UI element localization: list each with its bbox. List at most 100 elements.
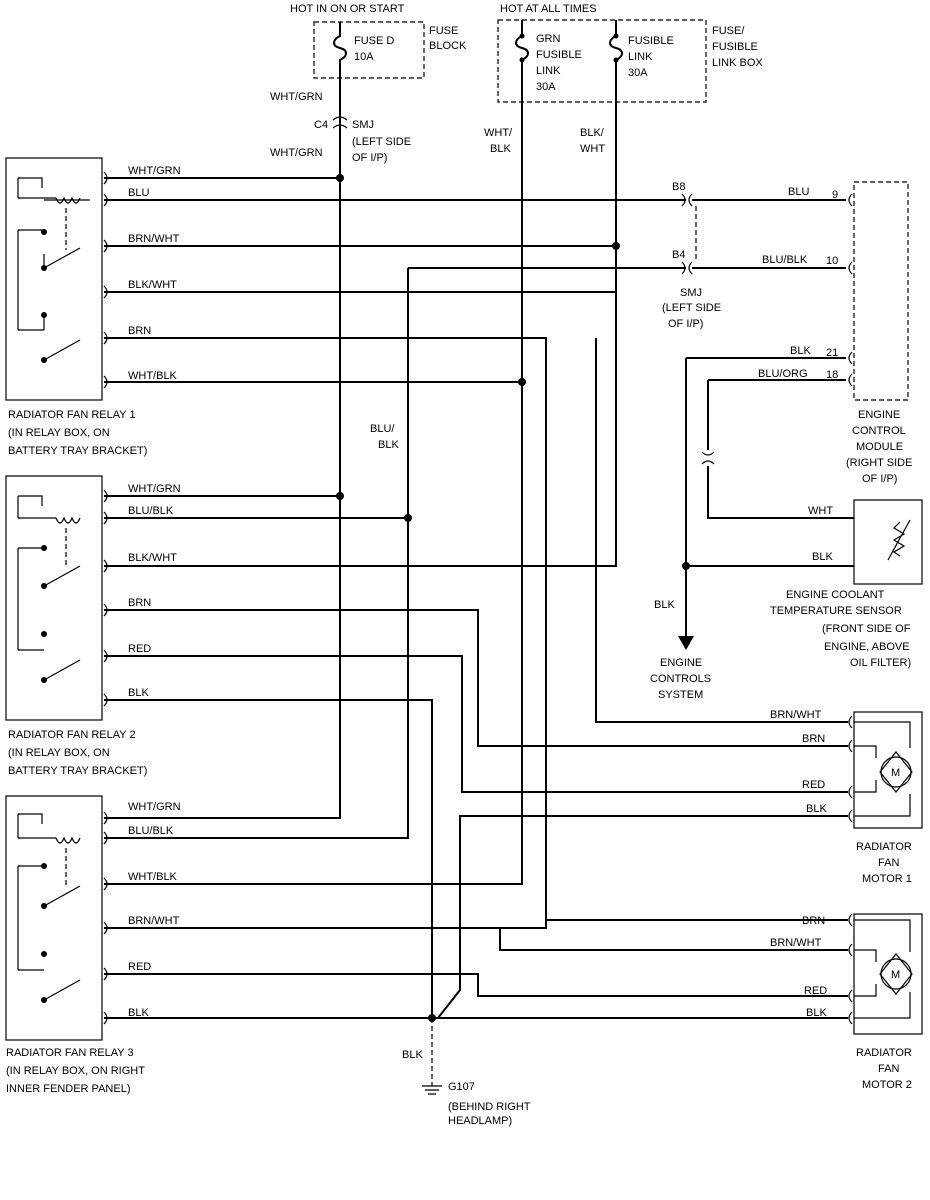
r3-blu-blk-label: BLU/BLK [128,825,174,837]
c4-smj-loc-2: OF I/P) [352,152,387,164]
grn-link-label-3: LINK [536,65,561,77]
r1-brn-wht-label: BRN/WHT [128,233,180,245]
grn-link-label-4: 30A [536,81,556,93]
r1-wht-grn-label: WHT/GRN [128,165,181,177]
sensor-blk-label: BLK [812,551,833,563]
ecm-label-1: ENGINE [858,409,900,421]
radiator-fan-motor-2: M [848,913,923,1035]
coolant-sensor-box [853,499,923,585]
grn-link-label-2: FUSIBLE [536,49,582,61]
ecm-pin-18: 18 [826,369,838,381]
relay1-caption-2: (IN RELAY BOX, ON [8,427,110,439]
ecm-box [853,181,909,401]
m2-brn-wht-label: BRN/WHT [770,937,822,949]
blu-blk-bus [104,268,409,839]
r3-red-label: RED [128,961,151,973]
motor1-m: M [891,767,900,779]
blk-relay2-to-ground [104,699,433,1018]
link-box-label-2: FUSIBLE [712,41,758,53]
blu-blk-vert-label-2: BLK [378,439,399,451]
ecm-blu-org-label: BLU/ORG [758,368,808,380]
blk-wht-vert-label-1: BLK/ [580,127,605,139]
ecm-pin-21: 21 [826,347,838,359]
radiator-fan-relay-1 [5,157,103,401]
fusible-link-box [497,19,707,103]
sensor-wht-label: WHT [808,505,833,517]
grn-fusible-link-symbol [515,20,529,102]
blk-wht-bus [104,102,617,567]
ground-loc-1: (BEHIND RIGHT [448,1101,531,1113]
ecm-label-2: CONTROL [852,425,906,437]
fuse-block-label-1: FUSE [429,25,458,37]
fuse-block-label-2: BLOCK [429,40,467,52]
engine-controls-arrow [678,636,694,650]
m1-brn-label: BRN [802,733,825,745]
relay-pin-terminals [103,171,108,1025]
fusible-link-label-1: FUSIBLE [628,35,674,47]
radiator-fan-relay-2 [5,475,103,721]
engine-controls-1: ENGINE [660,657,702,669]
m2-red-label: RED [804,985,827,997]
sensor-label-2: TEMPERATURE SENSOR [770,605,902,617]
r2-blk-label: BLK [128,687,149,699]
wht-blk-vert-label-1: WHT/ [484,127,513,139]
relay3-caption-1: RADIATOR FAN RELAY 3 [6,1047,134,1059]
b8-b4-connector [681,193,693,275]
link-box-label-1: FUSE/ [712,25,745,37]
c4-label: C4 [314,119,328,131]
blk-wht-vert-label-2: WHT [580,143,605,155]
m2-blk-label: BLK [806,1007,827,1019]
r3-wht-grn-label: WHT/GRN [128,801,181,813]
sensor-label-1: ENGINE COOLANT [786,589,885,601]
motor1-label-2: FAN [878,857,899,869]
grn-link-label-1: GRN [536,33,561,45]
b-smj-loc-2: OF I/P) [668,318,703,330]
sensor-label-3: (FRONT SIDE OF [822,623,911,635]
blk-motor1-to-ground [437,815,848,1019]
r2-wht-grn-label: WHT/GRN [128,483,181,495]
ecm-blu-blk-label: BLU/BLK [762,254,808,266]
brn-relay2-to-motor1 [104,609,848,747]
motor2-label-2: FAN [878,1063,899,1075]
b-smj-label: SMJ [680,287,702,299]
relay2-caption-3: BATTERY TRAY BRACKET) [8,765,147,777]
motor1-label-3: MOTOR 1 [862,873,912,885]
wht-grn-upper-label: WHT/GRN [270,91,323,103]
m1-red-label: RED [802,779,825,791]
splice-dots [336,174,690,1022]
blu-blk-vert-label-1: BLU/ [370,423,395,435]
radiator-fan-relay-3 [5,795,103,1041]
ground-symbol [422,1085,442,1095]
thermistor-symbol [887,519,911,561]
wht-blk-bus [104,102,523,885]
engine-controls-3: SYSTEM [658,689,703,701]
c4-smj-label: SMJ [352,119,374,131]
sensor-label-5: OIL FILTER) [850,657,911,669]
r1-blu-label: BLU [128,187,149,199]
hot-all-label: HOT AT ALL TIMES [500,3,597,15]
r3-brn-wht-label: BRN/WHT [128,915,180,927]
fuse-d-symbol [333,22,347,78]
m2-brn-label: BRN [802,915,825,927]
ecm-blu-org-sensor [707,379,854,519]
ground-id: G107 [448,1081,475,1093]
ecm-pin-10: 10 [826,255,838,267]
fuse-block-box [313,21,425,79]
r2-blu-blk-label: BLU/BLK [128,505,174,517]
motor2-label-1: RADIATOR [856,1047,912,1059]
ecm-blu-label: BLU [788,186,809,198]
fuse-d-label: FUSE D [354,35,394,47]
wht-blk-vert-label-2: BLK [490,143,511,155]
r2-brn-label: BRN [128,597,151,609]
relay2-caption-1: RADIATOR FAN RELAY 2 [8,729,136,741]
fusible-link-symbol [609,20,623,102]
b4-label: B4 [672,249,685,261]
ground-loc-2: HEADLAMP) [448,1115,512,1127]
ground-blk-label: BLK [402,1049,423,1061]
m1-brn-wht-label: BRN/WHT [770,709,822,721]
r3-wht-blk-label: WHT/BLK [128,871,178,883]
radiator-fan-motor-1: M [848,711,923,829]
fusible-link-label-2: LINK [628,51,653,63]
ecm-label-4: (RIGHT SIDE [846,457,912,469]
r1-wht-blk-label: WHT/BLK [128,370,178,382]
